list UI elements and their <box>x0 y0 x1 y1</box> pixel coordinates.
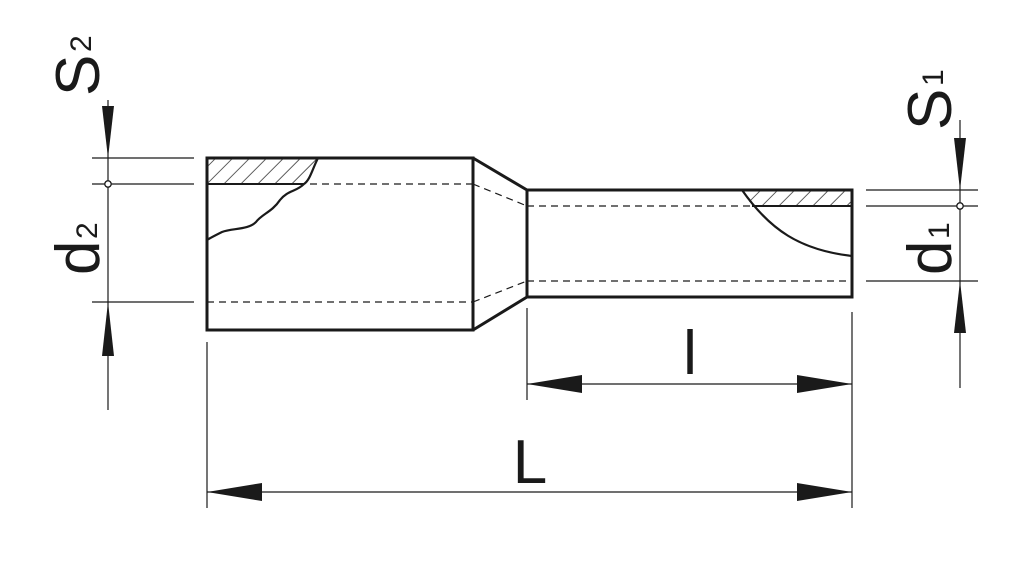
label-d1: d 1 <box>896 222 965 275</box>
d2-arrow <box>102 302 114 356</box>
s2-reference-point <box>104 180 112 188</box>
label-s1: S 1 <box>896 69 965 130</box>
collar-break-line <box>206 157 319 241</box>
s1-reference-point <box>956 202 964 210</box>
taper-bore-hidden <box>472 183 528 303</box>
ferrule-body <box>205 156 854 332</box>
l-arrow-left <box>527 375 582 393</box>
label-s1-main: S <box>896 89 965 130</box>
dimension-right <box>866 120 978 388</box>
collar-bore-hidden <box>207 183 473 303</box>
label-d1-main: d <box>896 241 965 275</box>
sleeve-break-curve <box>741 189 853 258</box>
sleeve-section-hatch <box>742 190 852 206</box>
L-arrow-left <box>207 483 262 501</box>
l-arrow-right <box>797 375 852 393</box>
label-d2-sub: 2 <box>71 222 104 239</box>
d1-arrow <box>954 281 966 333</box>
dimension-left <box>92 100 194 410</box>
taper-outline <box>472 156 528 332</box>
dimension-L <box>206 342 852 508</box>
label-L: L <box>513 428 547 497</box>
label-s2: S 2 <box>44 35 113 96</box>
s2-arrow <box>102 106 114 158</box>
label-d1-sub: 1 <box>923 222 956 239</box>
s1-arrow <box>954 138 966 190</box>
dimension-l <box>526 308 853 508</box>
collar-outline <box>205 156 475 332</box>
L-arrow-right <box>797 483 852 501</box>
label-d2: d 2 <box>44 222 113 275</box>
collar-section-hatch <box>207 158 318 184</box>
label-s2-sub: 2 <box>65 35 98 52</box>
label-s1-sub: 1 <box>917 69 950 86</box>
label-l: l <box>683 319 697 388</box>
label-d2-main: d <box>44 241 113 275</box>
label-s2-main: S <box>44 55 113 96</box>
